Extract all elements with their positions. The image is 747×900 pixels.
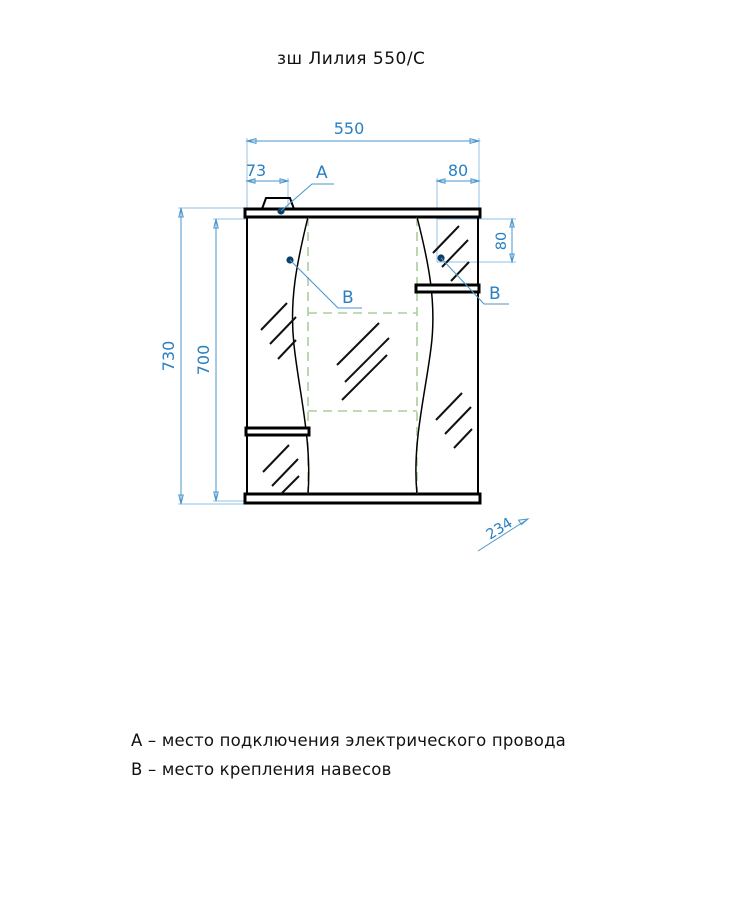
marker-b-right-label: B	[489, 284, 501, 304]
marker-a-label: А	[316, 163, 328, 183]
mirror-panel-outline	[307, 217, 418, 494]
glass-hatch-left-lower	[262, 444, 300, 495]
shelf-left	[244, 426, 311, 437]
dimension-overall-height: 730	[159, 207, 247, 505]
shelf-right	[414, 283, 481, 294]
drawing-title: зш Лилия 550/С	[277, 49, 425, 69]
dimension-right-panel-height: 80	[437, 217, 516, 264]
legend-line-a: А – место подключения электрического про…	[131, 731, 566, 750]
cabinet-top-board	[243, 207, 482, 219]
dimension-label-left-segment: 73	[246, 161, 266, 180]
cabinet-bottom-board	[243, 492, 482, 505]
dimension-label-body-height: 700	[194, 345, 213, 376]
glass-hatch-right-upper	[432, 225, 470, 282]
dimension-label-overall-height: 730	[159, 341, 178, 372]
marker-b-right-mount: B	[437, 254, 509, 305]
light-fixture-trapezoid	[261, 197, 295, 210]
marker-b-left-label: B	[342, 288, 354, 308]
marker-b-left-mount: B	[286, 256, 362, 309]
dimension-label-right-panel-height: 80	[494, 232, 510, 250]
door-edge-right-wave	[415, 216, 434, 495]
dimension-label-depth: 234	[484, 515, 516, 543]
dimension-label-right-segment: 80	[448, 161, 468, 180]
glass-hatch-right-lower	[435, 392, 473, 449]
dimension-depth: 234	[477, 515, 530, 552]
legend-line-b: В – место крепления навесов	[131, 760, 392, 779]
glass-hatch-center-mirror	[336, 322, 390, 401]
dimension-left-segment: 73	[245, 161, 290, 212]
dimension-right-segment: 80	[435, 161, 481, 262]
door-edge-left-wave	[291, 216, 310, 495]
marker-a-electrical: А	[277, 163, 334, 215]
cabinet-assembly	[243, 197, 482, 505]
dimension-overall-width: 550	[245, 119, 481, 212]
glass-hatch-left-upper	[260, 302, 297, 360]
dimension-body-height: 700	[194, 218, 247, 502]
dimension-label-overall-width: 550	[334, 119, 365, 138]
